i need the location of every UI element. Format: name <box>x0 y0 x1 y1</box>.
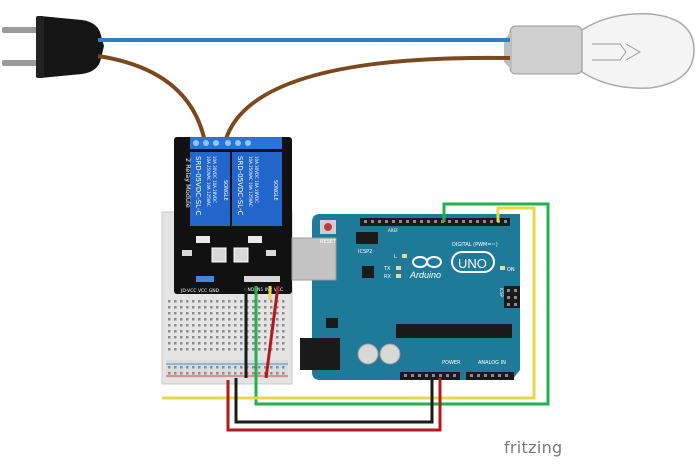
relay-1-brand: SONGLE <box>222 180 228 201</box>
power-plug <box>2 16 104 78</box>
aref-label: AREF <box>388 228 399 233</box>
rx-led-label: RX <box>384 274 391 280</box>
mains-wires <box>97 38 511 143</box>
wire-green-in1-to-pin <box>254 202 550 406</box>
relay-2-brand: SONGLE <box>272 180 278 201</box>
signal-wires <box>162 202 550 432</box>
atmega-chip <box>396 324 512 338</box>
wire-live-brown-to-relay <box>97 54 207 143</box>
logo-text: Arduino <box>409 270 441 280</box>
relay-input-pins-label: GND IN1 IN2 VCC <box>244 287 283 293</box>
module-title: 2 Relay Module <box>184 158 192 208</box>
relay-2-part: SRD-05VDC-SL-C <box>236 156 244 215</box>
arduino-logo: Arduino <box>409 256 442 280</box>
relay-1-rating-2: 10A 30VDC 10A 28VDC <box>212 156 217 203</box>
relay-1-rating-1: 10A 250VAC 10A 125VAC <box>206 156 211 207</box>
relay-2-rating-2: 10A 30VDC 10A 28VDC <box>254 156 259 203</box>
tx-led-label: TX <box>383 266 391 272</box>
relay-module: 2 Relay Module SRD-05VDC-SL-C 10A 250VAC… <box>174 137 292 294</box>
relay-1-part: SRD-05VDC-SL-C <box>194 156 202 215</box>
arduino-uno: RESET ICSP2 DIGITAL (PWM=~) AREF L TX RX… <box>291 214 520 380</box>
relay-1 <box>190 152 230 226</box>
analog-header <box>466 372 514 380</box>
wire-red-vcc <box>226 285 442 432</box>
power-header <box>400 372 460 380</box>
l-led-label: L <box>394 254 397 260</box>
wire-yellow-in2-to-pin <box>162 206 536 400</box>
wire-black-gnd <box>234 286 434 424</box>
model-label: UNO <box>458 256 487 271</box>
wire-relay-to-bulb-brown <box>223 55 511 143</box>
digital-label: DIGITAL (PWM=~) <box>452 242 498 248</box>
fritzing-brand: fritzing <box>504 438 563 457</box>
icsp2-label: ICSP2 <box>358 249 372 255</box>
power-label: POWER <box>442 360 461 366</box>
relay-2-rating-1: 10A 250VAC 10A 125VAC <box>248 156 253 207</box>
icsp-label: ICSP <box>499 288 504 298</box>
relay-header-pins-label: JD-VCC VCC GND <box>180 288 220 294</box>
on-led-label: ON <box>507 267 515 273</box>
analog-label: ANALOG IN <box>478 360 506 366</box>
light-bulb <box>504 13 695 89</box>
relay-2 <box>232 152 282 226</box>
reset-label: RESET <box>320 239 337 245</box>
